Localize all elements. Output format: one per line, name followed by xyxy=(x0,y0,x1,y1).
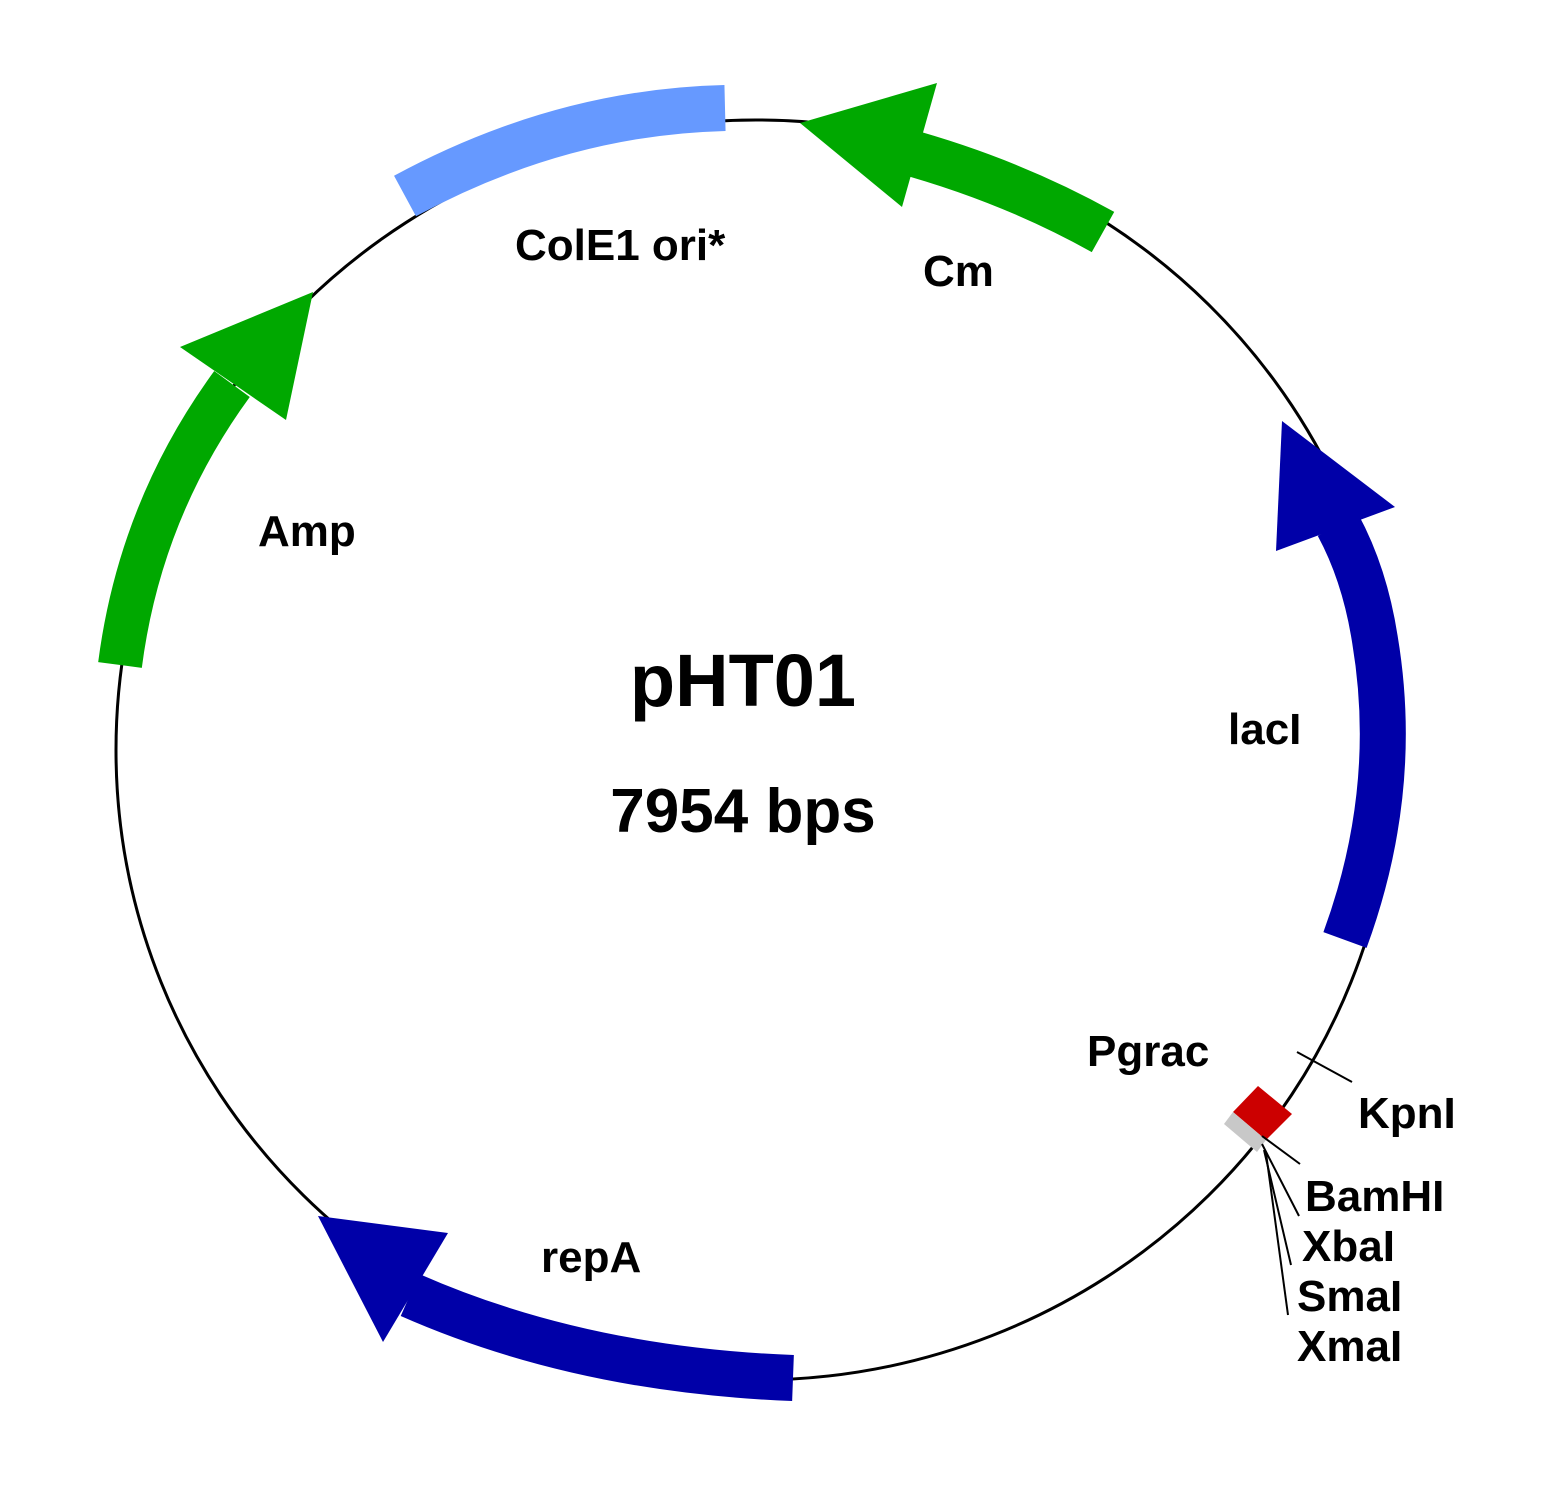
plasmid-name: pHT01 xyxy=(630,639,856,722)
kpni-label: KpnI xyxy=(1358,1089,1456,1138)
pgrac-label: Pgrac xyxy=(1087,1027,1209,1076)
laci-label: lacI xyxy=(1228,705,1301,754)
xmai-leader xyxy=(1265,1152,1289,1316)
xbai-label: XbaI xyxy=(1302,1222,1395,1271)
cm-label: Cm xyxy=(923,247,994,296)
cole1-label: ColE1 ori* xyxy=(515,221,726,270)
cm-arrow-head xyxy=(800,83,937,207)
kpni-leader xyxy=(1296,1051,1353,1083)
laci-arrow-head xyxy=(1276,421,1395,551)
bamhi-label: BamHI xyxy=(1305,1172,1444,1221)
pgrac-block xyxy=(1233,1086,1292,1140)
gray-segment xyxy=(1224,1112,1266,1152)
amp-label: Amp xyxy=(258,507,356,556)
xbai-leader xyxy=(1261,1143,1300,1217)
plasmid-size: 7954 bps xyxy=(610,777,875,846)
cm-arrow-body xyxy=(893,127,1115,253)
xmai-label: XmaI xyxy=(1297,1322,1402,1371)
smai-label: SmaI xyxy=(1297,1272,1402,1321)
repa-arrow-body xyxy=(400,1273,794,1401)
repa-arrow-head xyxy=(318,1216,448,1342)
amp-arrow-head xyxy=(180,292,313,420)
amp-arrow-body xyxy=(98,371,250,668)
repa-label: repA xyxy=(541,1233,641,1282)
bamhi-leader xyxy=(1261,1135,1301,1165)
laci-arrow-body xyxy=(1317,514,1406,948)
cole1-ori-block xyxy=(394,85,726,217)
site-leader-lines xyxy=(1261,1051,1353,1316)
